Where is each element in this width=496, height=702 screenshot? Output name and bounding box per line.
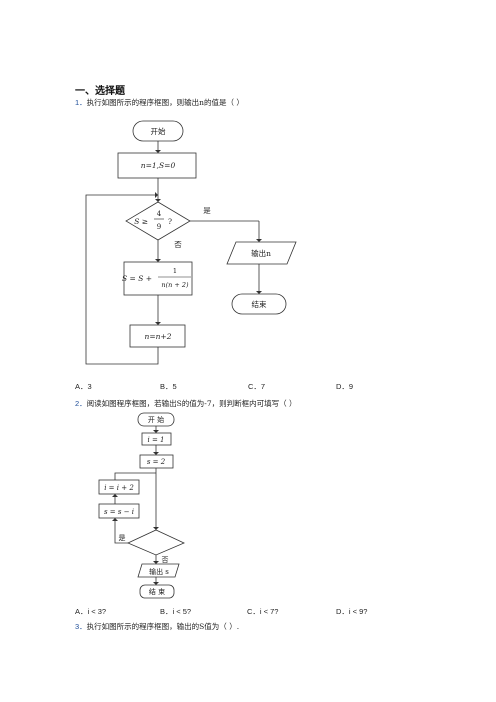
section-title: 一、选择题 — [75, 86, 125, 97]
question-2: 2．阅读如图程序框图，若输出S的值为-7，则判断框内可填写（ ） — [75, 398, 297, 409]
flow2-start-label: 开 始 — [148, 415, 164, 424]
flow1-cond-num: 4 — [157, 210, 162, 218]
flow2-s-update-label: s = s − i — [104, 508, 134, 516]
question-2-text: 阅读如图程序框图，若输出S的值为-7，则判断框内可填写（ ） — [86, 399, 297, 408]
flow1-cond-q: ? — [168, 217, 172, 226]
flow2-yes-label: 是 — [119, 534, 126, 542]
flow2-init-i-box — [141, 432, 172, 446]
question-1-text: 执行如图所示的程序框图，则输出n的值是（ ） — [86, 98, 244, 107]
flow1-assign-num: 1 — [173, 267, 177, 275]
q1-option-c[interactable]: C．7 — [248, 382, 266, 391]
flow1-assign-den: n(n + 2) — [161, 281, 189, 289]
flow2-end-box — [139, 584, 175, 599]
q1-option-d[interactable]: D．9 — [336, 382, 354, 391]
question-2-number: 2． — [75, 399, 87, 408]
q2-option-a[interactable]: A．i < 3? — [75, 607, 107, 616]
flow2-decision-diamond — [127, 529, 185, 556]
question-3-text: 执行如图所示的程序框图，输出的S值为（ ）. — [86, 622, 240, 631]
flow1-output-box — [226, 241, 297, 265]
flow2-init-i-label: i = 1 — [147, 436, 164, 444]
question-3-number: 3． — [75, 622, 87, 631]
flow1-incr-box — [129, 324, 186, 348]
q1-option-a[interactable]: A．3 — [75, 382, 92, 391]
flow1-cond-left: S ≥ — [134, 217, 148, 226]
flow2-no-label: 否 — [162, 556, 169, 564]
q2-option-c[interactable]: C．i < 7? — [247, 607, 279, 616]
flow1-init-label: n=1,S=0 — [141, 161, 176, 170]
flow1-yes-label: 是 — [203, 206, 211, 215]
q2-option-b[interactable]: B．i < 5? — [160, 607, 192, 616]
flow2-s-update-box — [98, 503, 140, 519]
flow1-output-label: 输出n — [251, 248, 271, 258]
flow1-cond-den: 9 — [157, 223, 161, 231]
flow1-end-label: 结束 — [252, 299, 267, 309]
flow2-i-update-label: i = i + 2 — [104, 484, 134, 492]
flow1-assign-left: S = S + — [122, 274, 152, 283]
flow2-init-s-box — [139, 454, 174, 469]
flow2-init-s-label: s = 2 — [147, 458, 166, 466]
q1-option-b[interactable]: B．5 — [160, 382, 177, 391]
question-3: 3．执行如图所示的程序框图，输出的S值为（ ）. — [75, 621, 239, 632]
flow2-output-label: 输出 s — [149, 567, 169, 576]
question-1-number: 1． — [75, 98, 87, 107]
q2-option-d[interactable]: D．i < 9? — [336, 607, 368, 616]
flow2-output-box — [137, 563, 180, 578]
flow1-start-label: 开始 — [151, 126, 166, 136]
flow2-i-update-box — [98, 479, 140, 495]
flow1-no-label: 否 — [174, 240, 182, 249]
question-1: 1．执行如图所示的程序框图，则输出n的值是（ ） — [75, 97, 244, 108]
flow1-incr-label: n=n+2 — [144, 332, 171, 341]
flow1-init-box — [117, 152, 197, 179]
flow2-end-label: 结 束 — [149, 587, 165, 596]
